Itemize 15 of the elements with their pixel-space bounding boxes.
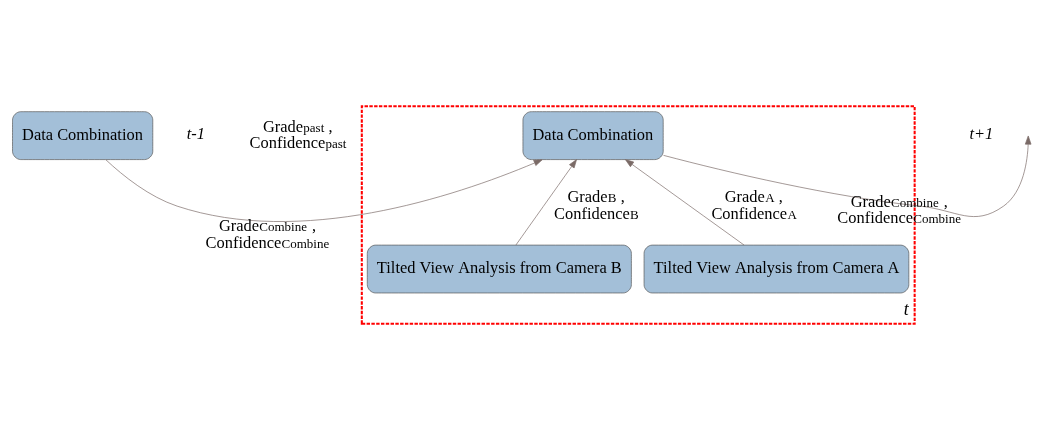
node-box: Tilted View Analysis from Camera B <box>366 244 632 294</box>
edge-label: GradeB , ConfidenceB <box>554 187 639 223</box>
label: Gradepast , Confidencepast <box>249 116 347 153</box>
edge-label: GradeA , ConfidenceA <box>711 187 797 223</box>
label: t+1 <box>969 124 994 144</box>
edge-label: GradeCombine , ConfidenceCombine <box>205 216 330 252</box>
node-box: Data Combination <box>522 111 664 160</box>
arrow <box>105 159 543 222</box>
node-box: Tilted View Analysis from Camera A <box>643 244 910 294</box>
arrow <box>515 159 577 246</box>
arrow <box>625 159 745 246</box>
arrow <box>663 135 1032 217</box>
edge-label: GradeCombine , ConfidenceCombine <box>837 191 961 228</box>
label: t-1 <box>186 124 205 144</box>
node-box: Data Combination <box>12 111 154 160</box>
